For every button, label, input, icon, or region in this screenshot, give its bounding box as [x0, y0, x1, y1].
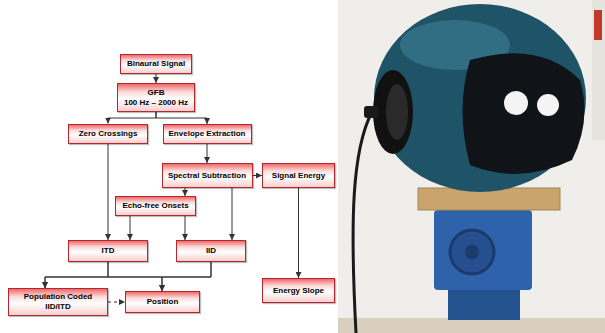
- flow-arrow: [185, 188, 186, 196]
- cable: [353, 112, 372, 333]
- left-eye: [504, 91, 528, 115]
- table-top: [338, 318, 605, 333]
- process-box: Energy Slope: [262, 278, 335, 303]
- box-label: 100 Hz – 2000 Hz: [124, 98, 188, 108]
- flow-arrow: [108, 144, 109, 241]
- flow-arrow: [156, 74, 157, 83]
- ear-inner: [386, 84, 408, 140]
- flow-arrow: [45, 262, 211, 288]
- flow-arrow: [207, 144, 208, 163]
- photo-wall: [338, 0, 605, 333]
- box-label: Position: [147, 297, 179, 307]
- flow-arrow: [185, 216, 186, 240]
- box-label: Binaural Signal: [127, 59, 185, 69]
- gear-hub: [465, 245, 479, 259]
- process-box: Population Coded IID/ITD: [8, 288, 108, 316]
- ear: [373, 70, 413, 154]
- flow-arrow: [45, 262, 108, 288]
- box-label: Energy Slope: [273, 286, 324, 296]
- flow-arrow: [108, 302, 125, 303]
- process-box: Signal Energy: [262, 163, 335, 188]
- box-label: Spectral Subtraction: [168, 171, 246, 181]
- flow-arrow: [162, 262, 211, 291]
- process-box: Zero Crossings: [68, 124, 148, 144]
- wall-sign: [594, 10, 602, 40]
- process-box: Binaural Signal: [120, 54, 192, 74]
- process-box: Spectral Subtraction: [162, 163, 253, 188]
- box-label: Echo-free Onsets: [122, 201, 188, 211]
- face-panel: [463, 53, 585, 174]
- process-box: GFB100 Hz – 2000 Hz: [117, 83, 195, 112]
- flow-arrow: [298, 188, 299, 278]
- flow-arrow: [108, 112, 156, 124]
- robot-head: [374, 4, 586, 192]
- flow-arrow: [253, 175, 263, 176]
- ear-plug: [364, 106, 378, 118]
- box-label: ITD: [102, 246, 115, 256]
- process-box: ITD: [68, 240, 148, 262]
- process-box: Echo-free Onsets: [115, 196, 196, 216]
- door-frame: [592, 0, 605, 140]
- flow-arrow: [156, 112, 207, 124]
- box-label: Zero Crossings: [79, 129, 138, 139]
- box-label: Population Coded IID/ITD: [13, 292, 103, 312]
- pan-tilt-unit: [434, 210, 532, 290]
- box-label: IID: [206, 246, 216, 256]
- flow-arrow: [232, 188, 233, 240]
- pan-tilt-column: [448, 286, 520, 320]
- process-box: IID: [176, 240, 246, 262]
- pan-tilt-gear: [450, 230, 494, 274]
- box-label: GFB: [148, 88, 165, 98]
- box-label: Envelope Extraction: [169, 129, 246, 139]
- box-label: Signal Energy: [272, 171, 325, 181]
- flow-arrow: [130, 216, 131, 240]
- right-eye: [537, 94, 559, 116]
- process-box: Envelope Extraction: [163, 124, 252, 144]
- process-box: Position: [125, 291, 200, 313]
